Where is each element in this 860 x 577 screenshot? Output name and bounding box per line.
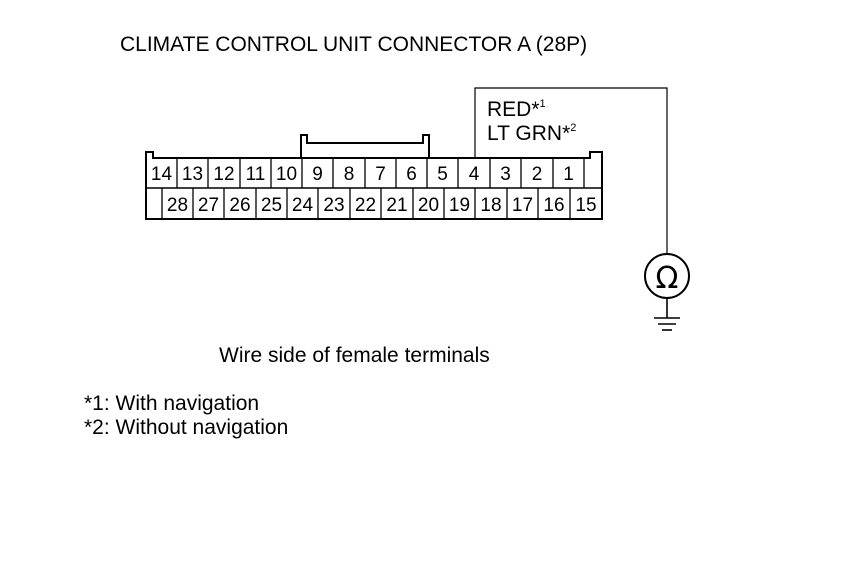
terminal-number: 14 (151, 164, 173, 185)
terminal-number: 26 (229, 195, 250, 216)
terminal-number: 1 (563, 164, 574, 185)
connector-outline (145, 151, 603, 220)
ground-icon (654, 298, 680, 331)
wire-color-red: RED (487, 98, 532, 121)
terminal-number: 18 (480, 195, 501, 216)
diagram-title: CLIMATE CONTROL UNIT CONNECTOR A (28P) (120, 33, 588, 56)
terminal-number: 3 (500, 164, 511, 185)
terminal-number: 21 (386, 195, 407, 216)
ohm-symbol: Ω (656, 261, 679, 296)
ohmmeter-icon: Ω (644, 253, 690, 299)
terminal-number: 22 (355, 195, 376, 216)
footnote-ref-1: 1 (539, 98, 546, 110)
terminal-number: 15 (575, 195, 596, 216)
terminal-number: 25 (261, 195, 282, 216)
terminal-number: 6 (406, 164, 417, 185)
footnote-marker-2: * (562, 122, 571, 145)
terminal-number: 27 (198, 195, 219, 216)
terminal-number: 2 (532, 164, 543, 185)
terminal-number: 17 (512, 195, 533, 216)
wire-color-label-2: LT GRN*2 (487, 122, 576, 146)
terminal-number: 9 (312, 164, 323, 185)
terminal-number: 7 (375, 164, 386, 185)
terminal-number: 4 (469, 164, 480, 185)
connector-caption: Wire side of female terminals (219, 344, 490, 367)
connector-lock-tab (300, 134, 430, 158)
terminal-number: 12 (213, 164, 234, 185)
terminal-number: 28 (167, 195, 188, 216)
wire-color-label-1: RED*1 (487, 98, 546, 122)
footnote-ref-2: 2 (570, 122, 577, 134)
terminal-number: 16 (543, 195, 564, 216)
terminal-number: 5 (437, 164, 448, 185)
terminal-number: 23 (323, 195, 344, 216)
footnote-2: *2: Without navigation (84, 416, 289, 439)
terminal-number: 20 (418, 195, 439, 216)
terminal-number: 24 (292, 195, 314, 216)
terminal-number: 19 (449, 195, 470, 216)
footnote-marker-1: * (531, 98, 540, 121)
terminal-number: 11 (246, 164, 266, 185)
terminal-number: 8 (344, 164, 355, 185)
probe-wire (474, 87, 668, 254)
terminal-number: 10 (276, 164, 297, 185)
footnote-1: *1: With navigation (84, 392, 260, 415)
wire-color-lt-grn: LT GRN (487, 122, 563, 145)
terminal-number: 13 (182, 164, 203, 185)
